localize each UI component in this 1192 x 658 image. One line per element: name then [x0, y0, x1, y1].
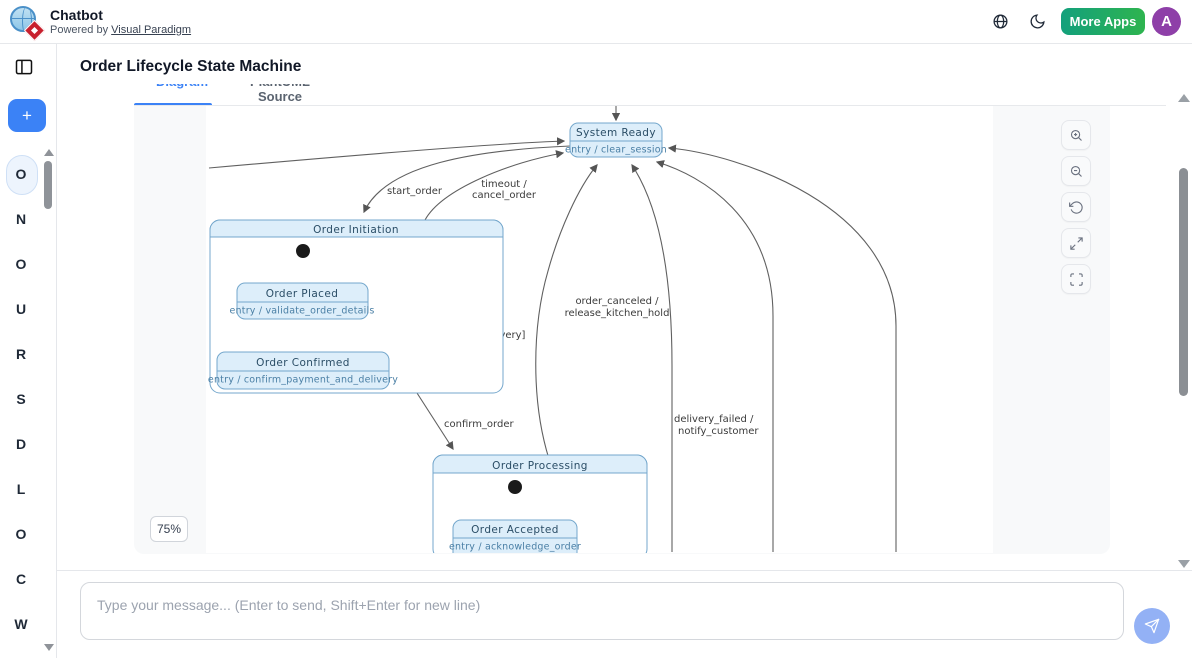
svg-text:Order Accepted: Order Accepted [471, 524, 559, 536]
sidebar-item-chat-2[interactable]: O [15, 255, 27, 272]
chat-divider [57, 570, 1192, 571]
diagram-canvas[interactable]: start_order timeout / cancel_order submi… [206, 106, 993, 563]
chat-history-list: O N O U R S D L O C W [0, 151, 42, 646]
svg-text:Order Processing: Order Processing [492, 460, 588, 472]
svg-text:Order Confirmed: Order Confirmed [256, 357, 350, 369]
state-order-processing: Order Processing Order Accepted entry / … [432, 454, 648, 563]
main-scrollbar-thumb[interactable] [1179, 168, 1188, 396]
tab-diagram[interactable]: Diagram [152, 84, 212, 92]
sidebar-item-chat-5[interactable]: S [16, 390, 26, 407]
diagram-panel: start_order timeout / cancel_order submi… [134, 106, 1110, 563]
sidebar-item-chat-6[interactable]: D [15, 435, 27, 452]
visual-paradigm-link[interactable]: Visual Paradigm [111, 24, 192, 36]
svg-text:entry / confirm_payment_and_de: entry / confirm_payment_and_delivery [208, 375, 398, 386]
sidebar-scroll-down-arrow[interactable] [44, 644, 54, 651]
label-delivery-failed-1: delivery_failed / [674, 414, 754, 425]
chat-input-container [80, 582, 1124, 640]
fit-expand-button[interactable] [1061, 228, 1091, 258]
svg-text:entry / acknowledge_order: entry / acknowledge_order [449, 542, 581, 553]
reset-view-button[interactable] [1061, 192, 1091, 222]
zoom-in-button[interactable] [1061, 120, 1091, 150]
zoom-out-button[interactable] [1061, 156, 1091, 186]
svg-text:System Ready: System Ready [576, 127, 656, 139]
message-input[interactable] [80, 582, 1124, 640]
page-title: Order Lifecycle State Machine [80, 58, 302, 75]
tab-plantuml-source[interactable]: PlantUML Source [250, 84, 310, 104]
app-title: Chatbot [50, 7, 103, 23]
sidebar-scrollbar-thumb[interactable] [44, 161, 52, 209]
label-delivery-failed-2: notify_customer [678, 426, 759, 437]
send-button[interactable] [1134, 608, 1170, 644]
label-timeout-1: timeout / [481, 179, 527, 190]
dark-mode-moon-icon[interactable] [1029, 13, 1046, 30]
transition-left-to-system-ready [208, 137, 566, 169]
language-globe-icon[interactable] [992, 13, 1009, 30]
user-avatar[interactable]: A [1152, 7, 1181, 36]
sidebar-item-chat-10[interactable]: W [14, 615, 28, 632]
label-order-canceled-2: release_kitchen_hold [565, 308, 670, 319]
sidebar-item-chat-8[interactable]: O [15, 525, 27, 542]
visual-paradigm-logo-icon [10, 6, 46, 42]
label-start-order: start_order [387, 186, 443, 197]
new-chat-button[interactable]: + [8, 99, 46, 132]
app-header: Chatbot Powered by Visual Paradigm More … [0, 0, 1192, 44]
fullscreen-button[interactable] [1061, 264, 1091, 294]
transition-delivery-failed [655, 160, 774, 552]
state-order-placed: Order Placed entry / validate_order_deta… [230, 282, 375, 320]
state-system-ready: System Ready entry / clear_session [565, 122, 667, 158]
state-order-confirmed: Order Confirmed entry / confirm_payment_… [208, 351, 398, 390]
reset-rotate-icon [1068, 200, 1083, 214]
svg-text:Order Initiation: Order Initiation [313, 224, 399, 236]
label-timeout-2: cancel_order [472, 190, 537, 201]
zoom-out-icon [1070, 165, 1082, 177]
diagram-toolbar [1061, 120, 1091, 294]
sidebar: + O N O U R S D L O C W [0, 44, 57, 658]
state-order-accepted: Order Accepted entry / acknowledge_order [449, 519, 581, 563]
state-machine-diagram: start_order timeout / cancel_order submi… [208, 106, 897, 563]
sidebar-item-chat-7[interactable]: L [16, 480, 26, 497]
sidebar-toggle-icon[interactable] [14, 57, 34, 77]
sidebar-item-chat-9[interactable]: C [15, 570, 27, 587]
state-order-initiation: Order Initiation Order Placed entry / va… [208, 219, 504, 394]
transition-timeout [424, 150, 565, 221]
transition-start-order [363, 145, 571, 214]
sidebar-item-chat-0[interactable]: O [0, 151, 42, 196]
zoom-level-badge: 75% [150, 516, 188, 542]
expand-arrows-icon [1069, 236, 1083, 250]
sidebar-item-chat-4[interactable]: R [15, 345, 27, 362]
tab-bar: Diagram PlantUML Source [134, 84, 1166, 106]
main-scroll-down-arrow[interactable] [1178, 560, 1190, 568]
fullscreen-brackets-icon [1069, 272, 1083, 286]
svg-text:Order Placed: Order Placed [266, 288, 339, 300]
zoom-in-icon [1070, 129, 1082, 141]
transition-to-system-ready-b [631, 163, 673, 552]
initial-state-dot [508, 480, 522, 494]
sidebar-scroll-up-arrow[interactable] [44, 149, 54, 156]
sidebar-item-chat-3[interactable]: U [15, 300, 27, 317]
transition-order-canceled [535, 164, 598, 460]
more-apps-button[interactable]: More Apps [1061, 8, 1145, 35]
transition-confirm-order [416, 392, 454, 451]
sidebar-item-chat-1[interactable]: N [15, 210, 27, 227]
svg-text:entry / validate_order_details: entry / validate_order_details [230, 306, 375, 317]
powered-by: Powered by Visual Paradigm [50, 24, 192, 36]
send-plane-icon [1144, 618, 1160, 634]
label-order-canceled-1: order_canceled / [575, 296, 659, 307]
initial-state-dot [296, 244, 310, 258]
active-tab-underline [134, 103, 212, 105]
svg-text:entry / clear_session: entry / clear_session [565, 145, 667, 156]
label-confirm-order: confirm_order [444, 419, 514, 430]
transition-to-system-ready-d [667, 144, 897, 552]
main-scroll-up-arrow[interactable] [1178, 94, 1190, 102]
